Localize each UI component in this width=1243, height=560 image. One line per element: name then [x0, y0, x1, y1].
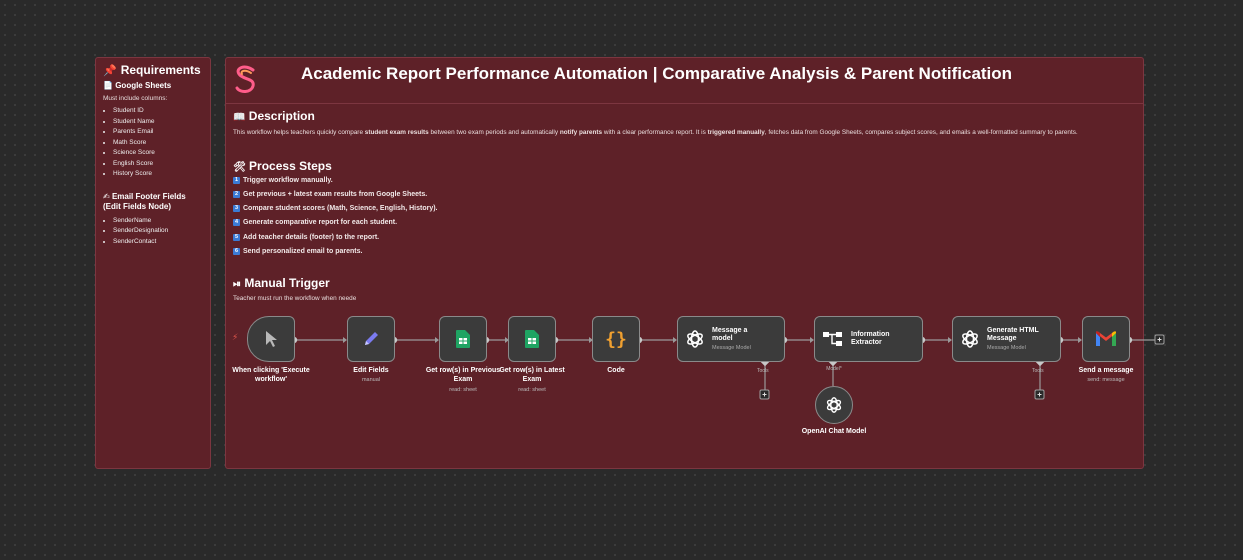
- node-label: OpenAI Chat Model: [801, 428, 867, 435]
- arrow-head: [505, 337, 509, 343]
- edit-fields-node[interactable]: [347, 316, 395, 362]
- list-item: SenderDesignation: [113, 226, 203, 237]
- list-item: English Score: [113, 159, 203, 170]
- node-subtitle: manual: [361, 377, 381, 383]
- email-footer-heading: ✍ Email Footer Fields (Edit Fields Node): [103, 191, 186, 211]
- openai-chat-model-node[interactable]: [815, 386, 853, 424]
- node-label: Edit Fields: [353, 367, 389, 374]
- arrow-head: [343, 337, 347, 343]
- model-port-label: Model*: [826, 366, 842, 372]
- process-steps-heading: 🛠 Process Steps: [233, 159, 332, 173]
- node-subtitle: read: sheet: [449, 387, 477, 393]
- cursor-icon: [266, 331, 277, 347]
- arrow-head: [673, 337, 677, 343]
- arrow-head: [435, 337, 439, 343]
- node-subtitle: read: sheet: [518, 387, 546, 393]
- requirements-heading: 📌 Requirements: [103, 63, 201, 77]
- get-rows-latest-node[interactable]: [508, 316, 556, 362]
- columns-intro: Must include columns:: [103, 95, 168, 102]
- node-subtitle: send: message: [1087, 377, 1125, 383]
- arrow-head: [948, 337, 952, 343]
- writing-hand-icon: ✍: [103, 191, 110, 201]
- node-label: Code: [607, 367, 625, 374]
- book-icon: 📖: [233, 112, 246, 123]
- logo-icon: [235, 65, 255, 93]
- list-item: History Score: [113, 169, 203, 180]
- list-item: SenderContact: [113, 237, 203, 248]
- node-label: Send a message: [1078, 367, 1134, 374]
- message-model-node[interactable]: Message a model Message Model: [677, 316, 785, 362]
- pushpin-icon: 📌: [103, 63, 117, 77]
- play-pause-icon: ⏯: [233, 279, 241, 290]
- main-sticky-note[interactable]: Academic Report Performance Automation |…: [225, 57, 1144, 469]
- gmail-icon: [1096, 331, 1116, 346]
- code-braces-icon: {}: [605, 328, 627, 350]
- list-item: Math Score: [113, 138, 203, 149]
- hierarchy-icon: [823, 332, 842, 346]
- note-header: Academic Report Performance Automation |…: [226, 58, 1143, 104]
- node-subtitle: Message Model: [987, 345, 1026, 351]
- description-text: This workflow helps teachers quickly com…: [233, 129, 1078, 136]
- send-message-node[interactable]: [1082, 316, 1130, 362]
- generate-html-message-node[interactable]: Generate HTML Message Message Model: [952, 316, 1061, 362]
- information-extractor-node[interactable]: Information Extractor: [814, 316, 923, 362]
- description-heading: 📖 Description: [233, 109, 315, 123]
- list-item: SenderName: [113, 216, 203, 227]
- trigger-text: Teacher must run the workflow when neede: [233, 295, 357, 302]
- list-item: Science Score: [113, 148, 203, 159]
- code-node[interactable]: {}: [592, 316, 640, 362]
- node-title: Generate HTML Message: [987, 327, 1039, 342]
- node-label: Get row(s) in Latest Exam: [499, 367, 565, 383]
- node-title: Message a model: [712, 327, 748, 342]
- manual-trigger-node[interactable]: [247, 316, 295, 362]
- node-subtitle: Message Model: [712, 345, 751, 351]
- google-sheets-icon: [525, 330, 539, 348]
- arrow-head: [1078, 337, 1082, 343]
- openai-icon: [962, 330, 978, 348]
- node-label: Get row(s) in Previous Exam: [425, 367, 501, 383]
- openai-icon: [826, 397, 842, 413]
- lightning-icon: ⚡: [232, 333, 239, 343]
- column-list: Student ID Student Name Parents Email Ma…: [103, 106, 203, 180]
- tools-icon: 🛠: [233, 162, 246, 173]
- pencil-icon: [365, 332, 378, 345]
- node-title: Information Extractor: [851, 331, 890, 346]
- google-sheets-heading: 📄 Google Sheets: [103, 81, 172, 90]
- page-title: Academic Report Performance Automation |…: [301, 64, 1013, 83]
- requirements-sticky-note[interactable]: 📌 Requirements 📄 Google Sheets Must incl…: [95, 57, 211, 469]
- document-icon: 📄: [103, 81, 113, 90]
- openai-icon: [687, 330, 703, 348]
- list-item: Student ID: [113, 106, 203, 117]
- tools-port-label: Tools: [1032, 368, 1044, 374]
- manual-trigger-heading: ⏯ Manual Trigger: [233, 276, 330, 290]
- node-label: When clicking 'Execute workflow': [232, 367, 310, 383]
- arrow-head: [810, 337, 814, 343]
- footer-field-list: SenderName SenderDesignation SenderConta…: [103, 216, 203, 248]
- arrow-head: [589, 337, 593, 343]
- list-item: Parents Email: [113, 127, 203, 138]
- get-rows-previous-node[interactable]: [439, 316, 487, 362]
- list-item: Student Name: [113, 117, 203, 128]
- google-sheets-icon: [456, 330, 470, 348]
- tools-port-label: Tools: [757, 368, 769, 374]
